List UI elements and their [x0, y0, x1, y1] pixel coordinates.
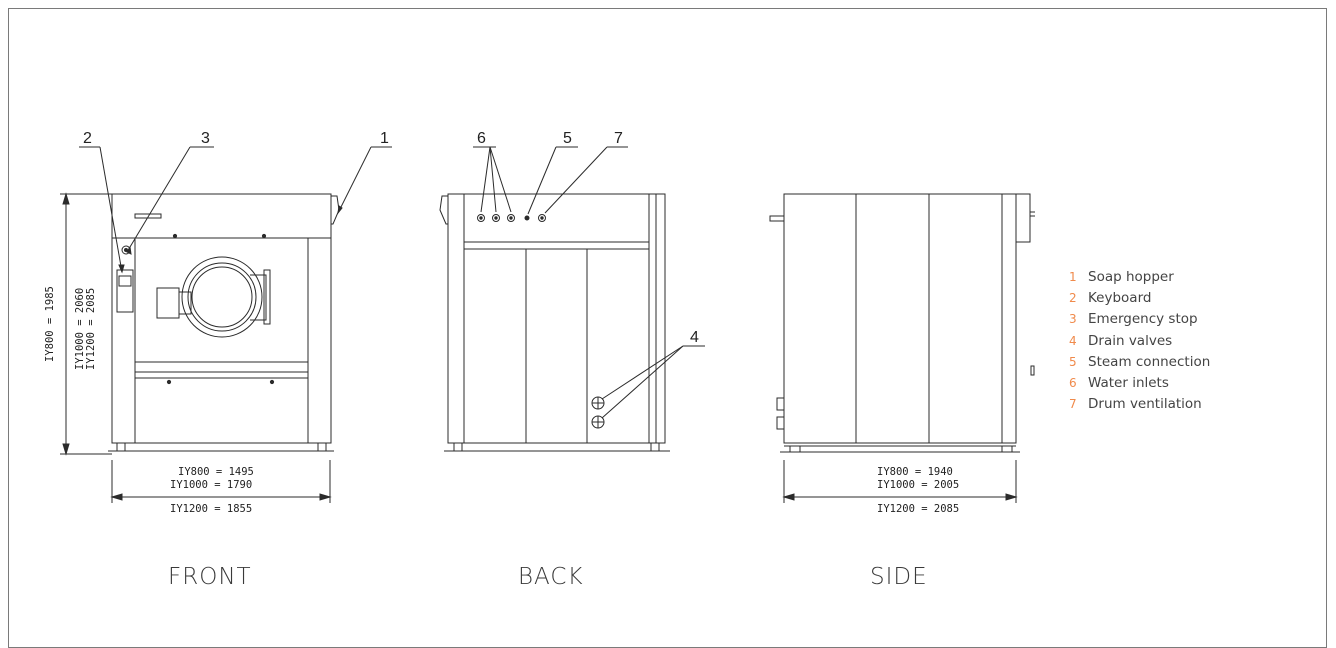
- callout-number: 6: [477, 130, 486, 147]
- legend-number: 3: [1069, 312, 1077, 327]
- side-view-label: SIDE: [870, 564, 928, 590]
- front-view-label: FRONT: [168, 564, 252, 590]
- dimension-label: IY1200 = 2085: [877, 503, 959, 515]
- dimension-label: IY1000 = 2005: [877, 479, 959, 491]
- back-view: [439, 146, 705, 452]
- legend-item: 4 Drain valves: [1069, 331, 1210, 352]
- side-view: [769, 193, 1035, 503]
- technical-drawing: 2 3 1 6 5 7 4 IY800 = 1985 IY1000 = 2060…: [44, 130, 1035, 590]
- legend-item: 6 Water inlets: [1069, 373, 1210, 394]
- legend-label: Emergency stop: [1088, 311, 1198, 328]
- legend-item: 2 Keyboard: [1069, 288, 1210, 309]
- legend-number: 1: [1069, 270, 1077, 284]
- legend-item: 1 Soap hopper: [1069, 267, 1210, 288]
- legend-number: 4: [1069, 333, 1077, 348]
- legend-label: Soap hopper: [1088, 269, 1174, 285]
- legend-label: Drum ventilation: [1088, 396, 1202, 413]
- callout-number: 7: [614, 130, 623, 147]
- callout-number: 4: [690, 329, 699, 346]
- legend-number: 2: [1069, 291, 1077, 306]
- dimension-label: IY1000 = 1790: [170, 479, 252, 491]
- dimension-label: IY1200 = 2085: [85, 288, 97, 370]
- dimension-label: IY800 = 1940: [877, 466, 953, 478]
- callout-number: 5: [563, 130, 572, 147]
- legend-number: 6: [1069, 375, 1077, 390]
- legend-number: 5: [1069, 354, 1077, 369]
- legend-label: Water inlets: [1088, 374, 1169, 391]
- legend-label: Keyboard: [1088, 290, 1152, 307]
- legend-item: 7 Drum ventilation: [1069, 394, 1210, 415]
- back-view-label: BACK: [518, 564, 584, 590]
- parts-legend: 1 Soap hopper 2 Keyboard 3 Emergency stop 4…: [1069, 267, 1210, 415]
- dimension-label: IY1000 = 2060: [74, 288, 86, 370]
- legend-item: 5 Steam connection: [1069, 352, 1210, 373]
- dimension-label: IY800 = 1495: [178, 466, 254, 478]
- legend-label: Steam connection: [1088, 353, 1211, 370]
- front-view: [60, 146, 392, 503]
- callout-number: 2: [83, 130, 92, 147]
- callout-number: 3: [201, 130, 210, 147]
- legend-label: Drain valves: [1088, 332, 1173, 349]
- legend-item: 3 Emergency stop: [1069, 309, 1210, 330]
- legend-number: 7: [1069, 397, 1077, 412]
- dimension-label: IY800 = 1985: [44, 286, 56, 362]
- dimension-label: IY1200 = 1855: [170, 503, 252, 515]
- callout-number: 1: [380, 130, 389, 147]
